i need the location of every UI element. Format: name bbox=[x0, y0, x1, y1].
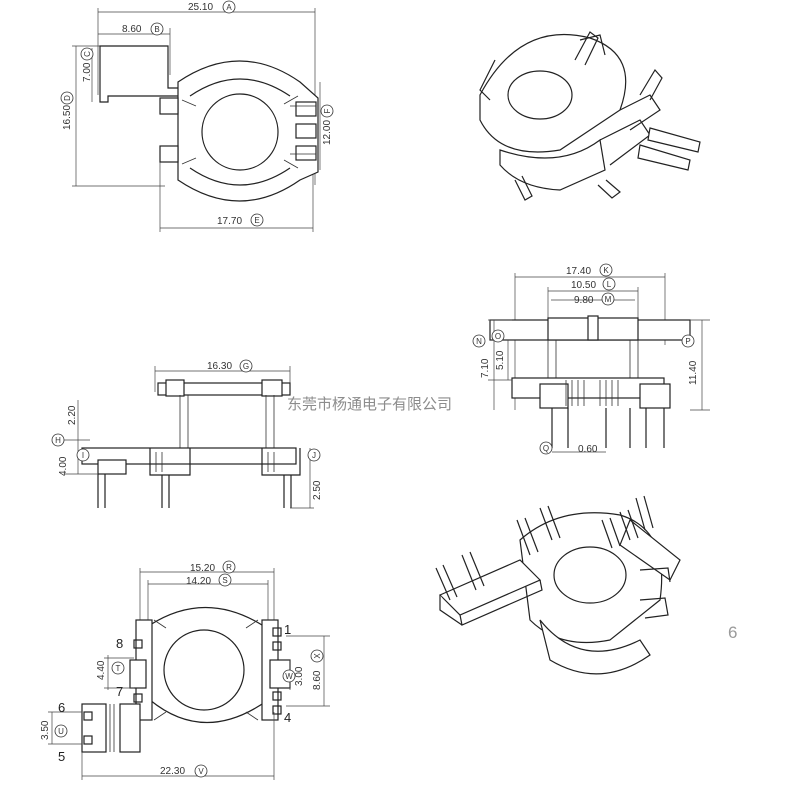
svg-text:B: B bbox=[154, 25, 159, 34]
svg-text:17.70: 17.70 bbox=[217, 216, 242, 227]
pin-7-label: 7 bbox=[116, 684, 123, 699]
svg-text:T: T bbox=[116, 664, 121, 673]
svg-text:S: S bbox=[222, 576, 227, 585]
svg-text:A: A bbox=[226, 3, 232, 12]
dim-A: 25.10 A bbox=[188, 0, 236, 14]
side-view bbox=[64, 366, 314, 509]
dim-L: 10.50 L bbox=[571, 277, 616, 291]
svg-text:17.40: 17.40 bbox=[566, 266, 591, 277]
svg-text:5.10: 5.10 bbox=[495, 350, 506, 370]
dim-G: 16.30 G bbox=[207, 359, 253, 373]
company-watermark: 东莞市杨通电子有限公司 bbox=[287, 395, 452, 413]
svg-text:N: N bbox=[476, 337, 482, 346]
dim-C: 7.00 C bbox=[80, 47, 94, 82]
dim-W: W bbox=[282, 669, 296, 683]
svg-text:V: V bbox=[198, 767, 204, 776]
svg-text:12.00: 12.00 bbox=[322, 120, 333, 145]
svg-text:2.50: 2.50 bbox=[312, 480, 323, 500]
isometric-view-top bbox=[479, 31, 701, 201]
svg-text:Q: Q bbox=[543, 444, 549, 453]
isometric-view-bottom bbox=[435, 495, 681, 675]
svg-text:E: E bbox=[254, 216, 259, 225]
svg-text:4.40: 4.40 bbox=[96, 660, 107, 680]
svg-text:14.20: 14.20 bbox=[186, 576, 211, 587]
dim-2-50: 2.50 bbox=[312, 480, 323, 500]
pin-4-label: 4 bbox=[284, 710, 291, 725]
dim-S: 14.20 S bbox=[186, 573, 232, 587]
dim-V: 22.30 V bbox=[160, 764, 208, 778]
dim-8-60: 8.60 X bbox=[310, 649, 324, 690]
svg-text:C: C bbox=[83, 51, 92, 57]
dim-J: J bbox=[307, 448, 321, 462]
svg-text:7.00: 7.00 bbox=[82, 62, 93, 82]
svg-text:P: P bbox=[685, 337, 690, 346]
svg-text:U: U bbox=[58, 727, 64, 736]
svg-text:F: F bbox=[323, 108, 332, 113]
pin-5-label: 5 bbox=[58, 749, 65, 764]
svg-text:9.80: 9.80 bbox=[574, 295, 594, 306]
svg-text:22.30: 22.30 bbox=[160, 766, 185, 777]
svg-text:11.40: 11.40 bbox=[688, 360, 699, 385]
svg-text:O: O bbox=[495, 332, 501, 341]
svg-text:8.60: 8.60 bbox=[122, 24, 142, 35]
svg-text:X: X bbox=[313, 653, 322, 659]
svg-text:2.20: 2.20 bbox=[67, 405, 78, 425]
dim-H: H bbox=[51, 433, 65, 447]
svg-text:I: I bbox=[82, 451, 84, 460]
dim-3-50: 3.50 bbox=[40, 720, 51, 740]
dim-N: N bbox=[472, 334, 486, 348]
svg-text:R: R bbox=[226, 563, 232, 572]
top-view bbox=[72, 8, 321, 232]
dim-Q: Q 0.60 bbox=[539, 441, 598, 455]
dim-K: 17.40 K bbox=[566, 263, 613, 277]
dim-P: P bbox=[681, 334, 695, 348]
dim-3-00: 3.00 bbox=[294, 666, 305, 686]
svg-text:8.60: 8.60 bbox=[312, 670, 323, 690]
dim-11-40: 11.40 bbox=[688, 360, 699, 385]
svg-text:3.50: 3.50 bbox=[40, 720, 51, 740]
dim-R: 15.20 R bbox=[190, 560, 236, 574]
dim-5-10: 5.10 bbox=[495, 350, 506, 370]
svg-text:16.30: 16.30 bbox=[207, 361, 232, 372]
svg-text:H: H bbox=[55, 436, 61, 445]
svg-text:4.00: 4.00 bbox=[58, 456, 69, 476]
pin-8-label: 8 bbox=[116, 636, 123, 651]
dim-B: 8.60 B bbox=[122, 22, 164, 36]
dim-U: U bbox=[54, 724, 68, 738]
svg-text:G: G bbox=[243, 362, 249, 371]
svg-text:K: K bbox=[603, 266, 609, 275]
svg-text:D: D bbox=[63, 95, 72, 101]
dim-I: I bbox=[76, 448, 90, 462]
pin-1-label: 1 bbox=[284, 622, 291, 637]
svg-text:W: W bbox=[285, 672, 293, 681]
svg-text:0.60: 0.60 bbox=[578, 444, 598, 455]
svg-text:7.10: 7.10 bbox=[480, 358, 491, 378]
svg-text:J: J bbox=[312, 451, 316, 460]
dim-F: 12.00 F bbox=[320, 104, 334, 145]
svg-text:L: L bbox=[607, 280, 612, 289]
dim-O: O bbox=[491, 329, 505, 343]
svg-text:15.20: 15.20 bbox=[190, 563, 215, 574]
dim-7-10: 7.10 bbox=[480, 358, 491, 378]
svg-text:16.50: 16.50 bbox=[62, 105, 73, 130]
dim-4-40: 4.40 bbox=[96, 660, 107, 680]
bottom-view bbox=[48, 568, 330, 780]
page-number: 6 bbox=[728, 623, 737, 642]
svg-text:M: M bbox=[605, 295, 612, 304]
svg-text:3.00: 3.00 bbox=[294, 666, 305, 686]
svg-text:10.50: 10.50 bbox=[571, 280, 596, 291]
dim-T: T bbox=[111, 661, 125, 675]
front-view bbox=[488, 273, 710, 453]
dim-M: 9.80 M bbox=[574, 292, 615, 306]
dim-2-20: 2.20 bbox=[67, 405, 78, 425]
dim-D: 16.50 D bbox=[60, 91, 74, 130]
dim-E: 17.70 E bbox=[217, 213, 264, 227]
pin-6-label: 6 bbox=[58, 700, 65, 715]
svg-text:25.10: 25.10 bbox=[188, 2, 213, 13]
dim-4-00: 4.00 bbox=[58, 456, 69, 476]
